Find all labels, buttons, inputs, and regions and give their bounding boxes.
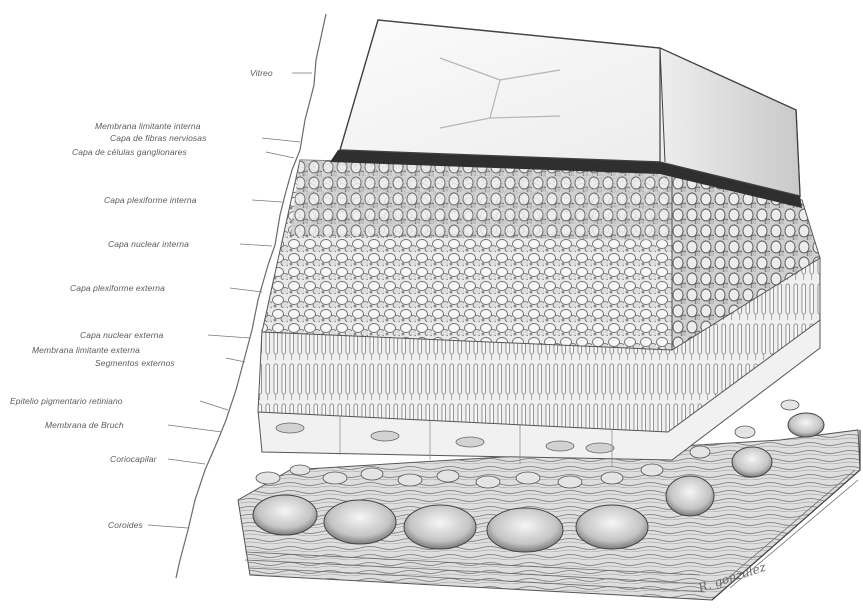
choroid-vessel xyxy=(324,500,396,544)
label-capa-celulas-ganglionares: Capa de células ganglionares xyxy=(72,147,187,157)
label-epitelio-pigmentario: Epitelio pigmentario retiniano xyxy=(10,396,123,406)
label-membrana-limitante-externa: Membrana limitante externa xyxy=(32,345,140,355)
choroid-vessel xyxy=(732,447,772,477)
label-coriocapilar: Coriocapilar xyxy=(110,454,158,464)
label-membrana-limitante-interna: Membrana limitante interna xyxy=(95,121,201,131)
choroid-vessel xyxy=(576,505,648,549)
label-capa-plexiforme-interna: Capa plexiforme interna xyxy=(104,195,197,205)
choroid-vessel xyxy=(487,508,563,552)
choroid-vessel xyxy=(788,413,824,437)
neural-layers-front xyxy=(262,160,672,350)
label-coroides: Coroides xyxy=(108,520,143,530)
label-membrana-bruch: Membrana de Bruch xyxy=(45,420,124,430)
label-capa-fibras-nerviosas: Capa de fibras nerviosas xyxy=(110,133,207,143)
label-segmentos-externos: Segmentos externos xyxy=(95,358,175,368)
label-vitreo: Vitreo xyxy=(250,68,273,78)
label-capa-nuclear-externa: Capa nuclear externa xyxy=(80,330,163,340)
label-capa-plexiforme-externa: Capa plexiforme externa xyxy=(70,283,165,293)
choroid-vessel xyxy=(404,505,476,549)
choroid-vessel xyxy=(253,495,317,535)
label-capa-nuclear-interna: Capa nuclear interna xyxy=(108,239,189,249)
choroid-vessel xyxy=(666,476,714,516)
